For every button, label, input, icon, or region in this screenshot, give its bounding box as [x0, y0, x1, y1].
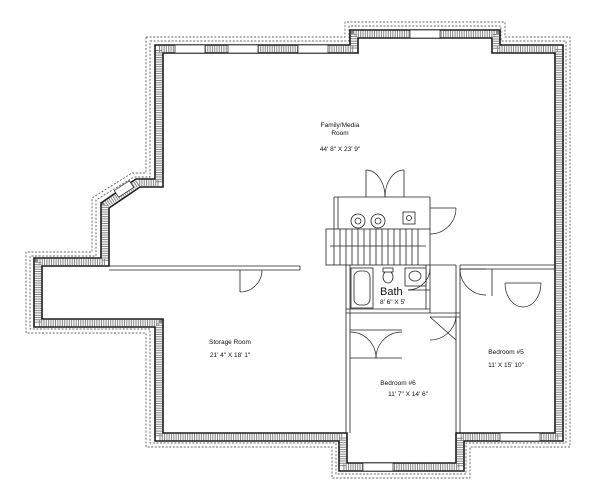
window-4 [409, 29, 441, 39]
bath-door[interactable] [407, 267, 431, 291]
bedroom5-dims: 11' X 15' 10" [488, 362, 524, 369]
window-6 [499, 432, 541, 442]
toilet [382, 270, 394, 284]
windows [113, 29, 541, 472]
water-heater-1-inner [354, 217, 362, 225]
window-7 [113, 180, 135, 198]
bath-fixtures [350, 267, 427, 309]
bedroom6-dims: 11' 7" X 14' 6" [388, 391, 429, 398]
bedroom6-closet-door[interactable] [349, 329, 403, 359]
bedroom6-name: Bedroom #6 [380, 380, 416, 387]
utility-double-door[interactable] [365, 169, 405, 198]
utility-sink-drain [406, 215, 412, 221]
window-2 [227, 44, 259, 54]
bathtub-inner [353, 270, 371, 306]
window-5 [362, 462, 394, 472]
interior-walls [109, 196, 555, 433]
storage-room-name: Storage Room [209, 339, 251, 346]
family-room-name-2: Room [331, 130, 348, 137]
exterior-dashed-outline [25, 21, 571, 479]
utility-fixtures [350, 211, 416, 229]
storage-room-dims: 21' 4" X 18' 1" [210, 352, 251, 359]
family-room-name-1: Family/Media [321, 122, 360, 129]
storage-door[interactable] [239, 269, 263, 293]
bath-sink [408, 270, 422, 282]
bedroom5-closet-door[interactable] [491, 269, 556, 308]
bath-dims: 8' 6" X 5' [380, 299, 405, 306]
water-heater-2-inner [374, 217, 382, 225]
toilet-tank [382, 267, 394, 273]
bedroom5-name: Bedroom #5 [488, 349, 524, 356]
bath-name: Bath [380, 286, 403, 298]
family-door-right[interactable] [429, 207, 457, 235]
room-labels: Family/Media Room 44' 8" X 23' 9" Storag… [209, 122, 525, 398]
staircase [330, 229, 426, 265]
exterior-walls [33, 29, 564, 472]
window-3 [297, 44, 329, 54]
bedroom6-door[interactable] [429, 316, 457, 341]
window-1 [174, 44, 206, 54]
family-room-dims: 44' 8" X 23' 9" [320, 146, 361, 153]
bedroom5-door[interactable] [459, 268, 487, 296]
